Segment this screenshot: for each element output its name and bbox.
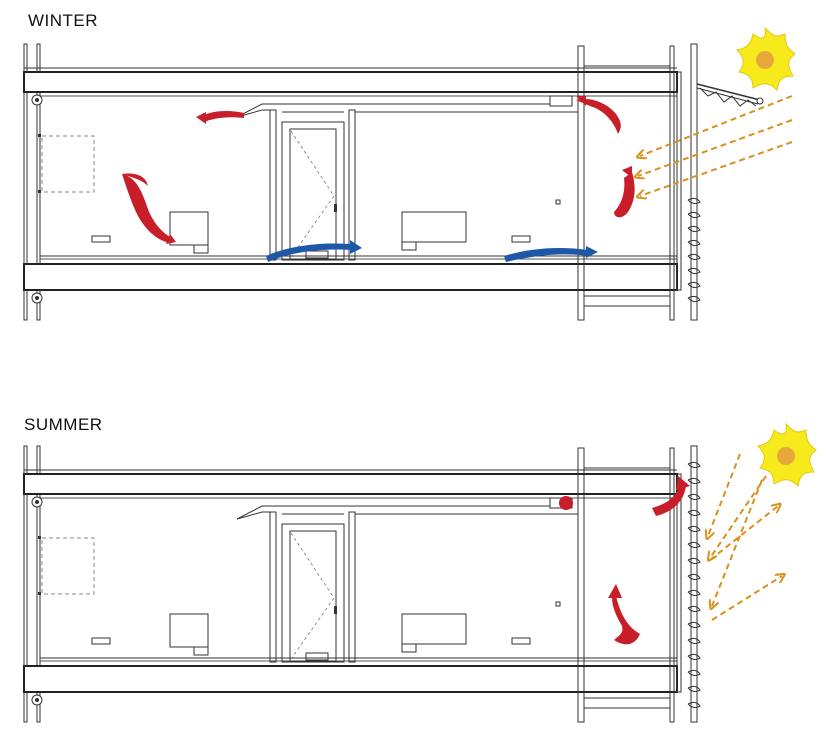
cool-air-arrow-icon [266, 240, 598, 262]
shading-louvers [687, 197, 701, 303]
summer-title: SUMMER [24, 415, 103, 434]
door-icon [289, 128, 338, 260]
summer-section [23, 445, 698, 723]
sunlight-ray-icon [638, 95, 793, 196]
winter-section [23, 27, 796, 321]
sunlight-ray-icon [708, 453, 782, 621]
shading-louvers [687, 461, 701, 709]
warm-air-arrow-icon [608, 476, 690, 645]
warm-air-arrow-icon [122, 96, 635, 244]
sun-icon [736, 27, 796, 91]
awning-icon [696, 83, 764, 107]
summer-overlays [559, 423, 817, 709]
ceiling-fan-icon [559, 496, 573, 510]
door-icon [289, 530, 338, 662]
winter-title: WINTER [28, 11, 99, 30]
